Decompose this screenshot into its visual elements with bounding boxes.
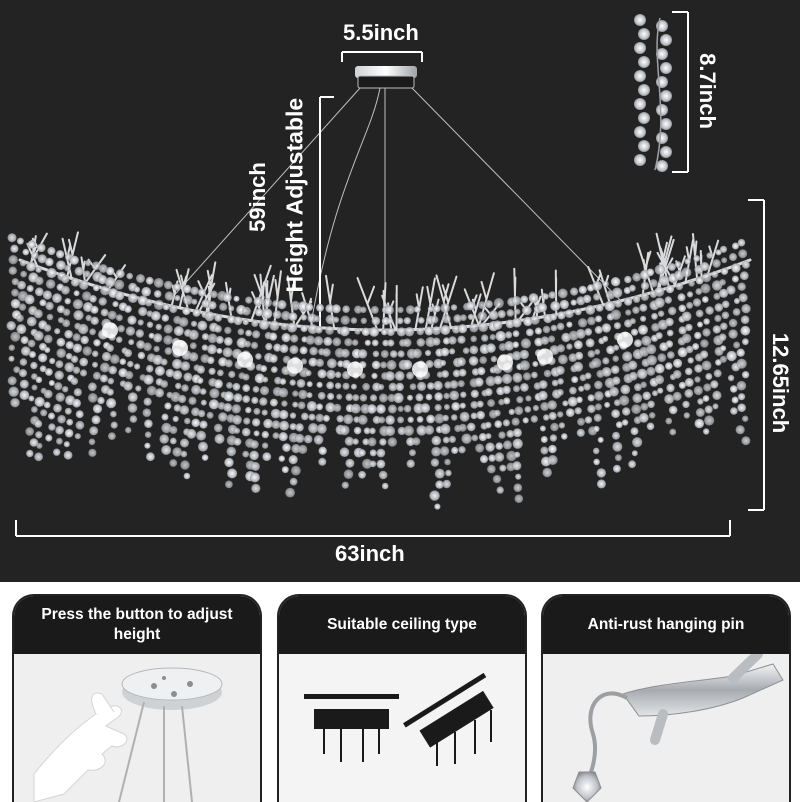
height-adjustable-line <box>319 96 334 330</box>
feature-panels: Press the button to adjust height <box>0 582 800 802</box>
panel-ceiling-type: Suitable ceiling type <box>277 594 527 802</box>
fixture-width-line <box>15 520 731 537</box>
chandelier-illustration <box>6 11 765 537</box>
fixture-height-line <box>748 199 765 511</box>
ceiling-type-diagram <box>279 654 525 802</box>
panel-title: Press the button to adjust height <box>41 606 233 643</box>
height-adjustable-label: Height Adjustable <box>281 97 308 293</box>
panel-title: Suitable ceiling type <box>327 616 477 633</box>
gloved-hand <box>33 692 128 802</box>
crystal-drop <box>572 771 602 802</box>
flat-ceiling-icon <box>304 694 399 762</box>
drop-length-label: 59inch <box>245 162 270 232</box>
sloped-ceiling-icon <box>403 672 494 748</box>
adjust-height-photo <box>14 654 260 802</box>
canopy-width-line <box>341 51 423 62</box>
hanging-pin-photo <box>543 649 789 802</box>
panel-adjust-height: Press the button to adjust height <box>12 594 262 802</box>
pendant-length-line <box>672 11 689 173</box>
branch-arm <box>622 649 784 745</box>
panel-hanging-pin: Anti-rust hanging pin <box>541 594 791 802</box>
adjustable-wires <box>118 701 193 802</box>
chandelier-crystals <box>6 233 751 510</box>
ceiling-canopy <box>355 66 417 89</box>
crystal-pendant-sample <box>634 14 672 172</box>
canopy-width-label: 5.5inch <box>343 20 419 45</box>
fixture-height-label: 12.65inch <box>768 332 793 434</box>
sloped-ceiling-rods <box>436 710 492 766</box>
fixture-width-label: 63inch <box>335 541 405 566</box>
chandelier-hero: 5.5inch 59inch Height Adjustable 8.7inch… <box>0 0 800 582</box>
canopy-closeup <box>121 667 223 710</box>
panel-title: Anti-rust hanging pin <box>587 616 745 633</box>
pendant-length-label: 8.7inch <box>695 53 720 129</box>
